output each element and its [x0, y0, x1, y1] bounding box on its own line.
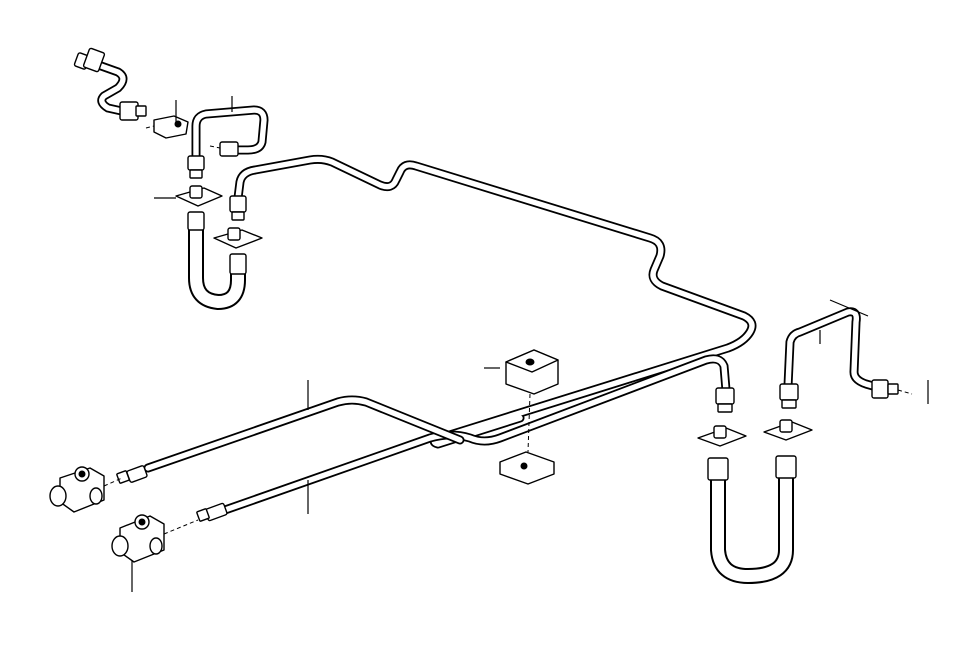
rear-right-brake-pipe: [143, 395, 465, 473]
front-left-fittings: [73, 47, 247, 221]
rear-right-outer-pipe: [783, 307, 885, 393]
t-piece-lower: [111, 502, 228, 563]
leader-lines: [131, 96, 929, 592]
rear-right-hose: [707, 455, 797, 584]
front-left-pipe: [85, 57, 269, 165]
front-left-hose: [187, 211, 247, 310]
pipe-clip: [499, 349, 559, 485]
assembly-dashes: [103, 125, 913, 535]
t-piece-upper: [49, 465, 148, 513]
rear-right-fittings: [697, 379, 899, 447]
main-brake-pipe: [233, 154, 757, 449]
front-left-brackets: [175, 185, 263, 249]
